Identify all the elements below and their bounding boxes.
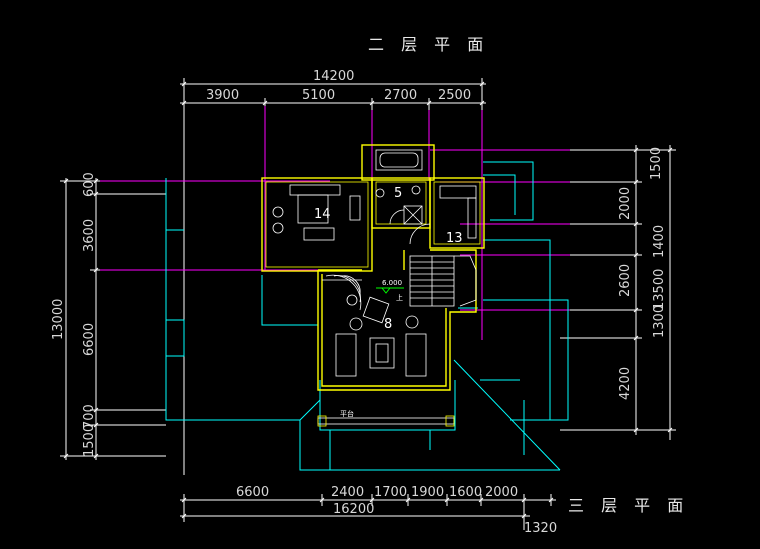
title-third-floor: 三 层 平 面 <box>568 496 689 515</box>
title-second-floor: 二 层 平 面 <box>368 35 489 54</box>
dim-left-700: 700 <box>82 404 97 429</box>
room-5-fixtures <box>375 149 423 225</box>
axis-lines <box>100 106 570 340</box>
dim-right-4200: 4200 <box>618 367 633 400</box>
dim-right-1500: 1500 <box>649 147 664 180</box>
room-13-furniture <box>409 185 477 245</box>
room-label-14: 14 <box>314 207 331 222</box>
stair-label: 上 <box>396 293 403 302</box>
dim-bottom-total: 16200 <box>333 502 374 517</box>
dim-right-1300: 1300 <box>652 305 667 338</box>
room-8-furniture <box>322 274 427 377</box>
bottom-dimensions <box>180 494 556 530</box>
level-value: 6.000 <box>382 279 402 287</box>
top-dimensions <box>180 78 486 475</box>
room-label-13: 13 <box>446 231 463 246</box>
dim-left-1500: 1500 <box>82 424 97 457</box>
level-marker <box>376 287 404 294</box>
stair <box>409 255 477 307</box>
room-14-furniture <box>272 184 361 241</box>
balcony-label: 平台 <box>340 409 354 418</box>
dim-left-3600: 3600 <box>82 219 97 252</box>
dim-right-2000: 2000 <box>618 187 633 220</box>
room-label-8: 8 <box>384 317 392 332</box>
walls <box>261 144 485 391</box>
balcony <box>317 415 455 427</box>
dim-bottom-1320: 1320 <box>524 521 557 536</box>
dim-top-2500: 2500 <box>438 88 471 103</box>
dim-top-3900: 3900 <box>206 88 239 103</box>
dim-left-6600: 6600 <box>82 323 97 356</box>
dim-bottom-1600: 1600 <box>449 485 482 500</box>
dim-bottom-6600: 6600 <box>236 485 269 500</box>
dim-left-600: 600 <box>82 172 97 197</box>
right-dimensions <box>560 145 676 440</box>
dim-bottom-2400: 2400 <box>331 485 364 500</box>
dim-bottom-1700: 1700 <box>374 485 407 500</box>
dim-left-total: 13000 <box>51 299 66 340</box>
dim-top-5100: 5100 <box>302 88 335 103</box>
dim-right-2600: 2600 <box>618 264 633 297</box>
dim-bottom-1900: 1900 <box>411 485 444 500</box>
dim-top-2700: 2700 <box>384 88 417 103</box>
dim-right-total: 13500 <box>652 269 667 310</box>
room-label-5: 5 <box>394 186 402 201</box>
cyan-outline <box>165 161 569 471</box>
dim-top-total: 14200 <box>313 69 354 84</box>
left-dimensions <box>60 178 166 460</box>
dim-right-1400: 1400 <box>652 225 667 258</box>
dim-bottom-2000: 2000 <box>485 485 518 500</box>
